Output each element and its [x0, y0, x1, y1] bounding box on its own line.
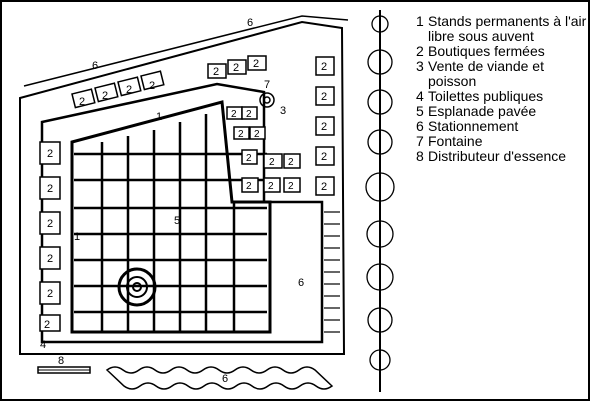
legend-number: 6: [416, 118, 424, 134]
label-shop-left-2: 2: [47, 183, 53, 195]
label-shop-top-5: 2: [213, 66, 219, 78]
label-parking-top-right: 6: [247, 17, 253, 29]
label-toilets: 4: [40, 339, 46, 351]
legend-number: 3: [416, 58, 424, 74]
legend-item: 1 Stands permanents à l'air libre sous a…: [416, 14, 588, 44]
site-boundary: [19, 20, 346, 355]
label-fuel: 8: [58, 355, 64, 367]
legend-item: 4 Toilettes publiques: [416, 89, 588, 104]
paving-grid: [74, 114, 267, 332]
legend-item: 6 Stationnement: [416, 119, 588, 134]
label-shop-top-4: 2: [149, 80, 155, 92]
esplanade-fountain: [117, 267, 157, 307]
label-shop-top-7: 2: [253, 58, 259, 70]
label-parking-right: 6: [298, 277, 304, 289]
legend-item: 7 Fontaine: [416, 134, 588, 149]
label-shop-left-5: 2: [47, 288, 53, 300]
label-parking-bottom: 6: [222, 373, 228, 385]
label-stands: 1: [156, 111, 162, 123]
label-hall-7: 2: [288, 157, 294, 168]
left-shops: [39, 141, 61, 332]
label-parking-top: 6: [92, 60, 98, 72]
label-shop-right-1: 2: [321, 61, 327, 73]
legend-text: Esplanade pavée: [428, 103, 537, 119]
legend-text: Vente de viande et poisson: [428, 58, 544, 89]
esplanade-boundary: [70, 100, 272, 334]
label-hall-4: 2: [254, 129, 260, 140]
meat-fish-hall: [226, 106, 301, 193]
top-shops: [71, 55, 335, 196]
legend-item: 2 Boutiques fermées: [416, 44, 588, 59]
label-shop-top-2: 2: [102, 90, 108, 102]
label-shop-top-6: 2: [233, 62, 239, 74]
top-road: [23, 15, 349, 87]
fuel-pump: [37, 366, 91, 374]
tree-row: [365, 10, 395, 392]
label-shop-left-1: 2: [47, 148, 53, 160]
label-shop-right-5: 2: [321, 181, 327, 193]
label-meat-fish: 3: [280, 105, 286, 117]
legend-text: Stationnement: [428, 118, 519, 134]
label-shop-right-3: 2: [321, 121, 327, 133]
legend-number: 8: [416, 148, 424, 164]
label-hall-2: 2: [246, 109, 252, 120]
label-shop-top-1: 2: [79, 96, 85, 108]
label-hall-10: 2: [288, 181, 294, 192]
label-shop-right-4: 2: [321, 151, 327, 163]
label-esplanade: 5: [174, 215, 180, 227]
legend: 1 Stands permanents à l'air libre sous a…: [416, 14, 588, 164]
label-shop-left-4: 2: [47, 253, 53, 265]
legend-number: 7: [416, 133, 424, 149]
legend-item: 5 Esplanade pavée: [416, 104, 588, 119]
label-hall-3: 2: [238, 129, 244, 140]
bottom-parking-strip: [105, 366, 334, 390]
parking-stripes: [324, 211, 340, 333]
label-shop-right-2: 2: [321, 91, 327, 103]
label-stands-left: 1: [74, 231, 80, 243]
label-hall-9: 2: [268, 181, 274, 192]
legend-number: 5: [416, 103, 424, 119]
legend-number: 1: [416, 13, 424, 29]
label-shop-left-3: 2: [47, 218, 53, 230]
legend-number: 2: [416, 43, 424, 59]
legend-text: Fontaine: [428, 133, 483, 149]
legend-text: Distributeur d'essence: [428, 148, 567, 164]
label-hall-1: 2: [231, 109, 237, 120]
legend-text: Boutiques fermées: [428, 43, 545, 59]
market-hall-outline: [40, 82, 324, 344]
label-hall-6: 2: [269, 157, 275, 168]
label-shop-left-6: 2: [44, 319, 50, 331]
legend-text: Toilettes publiques: [428, 88, 544, 104]
legend-text: Stands permanents à l'air libre sous auv…: [428, 13, 587, 44]
label-shop-top-3: 2: [126, 84, 132, 96]
label-hall-8: 2: [246, 181, 252, 192]
legend-item: 8 Distributeur d'essence: [416, 149, 588, 164]
small-fountain: [259, 92, 275, 108]
label-hall-5: 2: [246, 153, 252, 164]
legend-number: 4: [416, 88, 424, 104]
label-small-fountain: 7: [264, 79, 270, 91]
legend-item: 3 Vente de viande et poisson: [416, 59, 588, 89]
